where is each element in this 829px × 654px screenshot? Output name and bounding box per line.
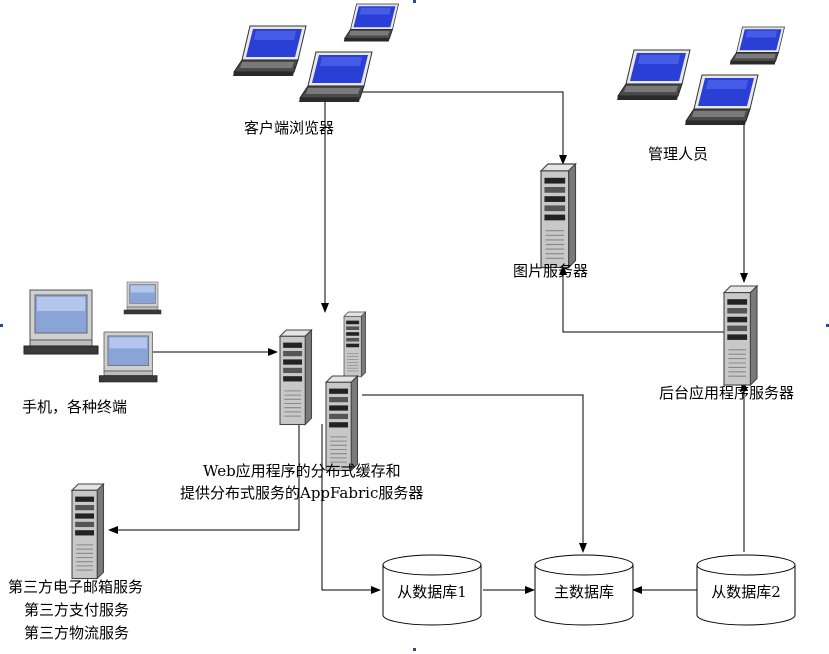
terminal-monitors <box>23 281 162 383</box>
database-cylinder-icon <box>534 565 634 626</box>
tower-server-icon <box>325 375 359 472</box>
edge-web-to-master <box>362 394 587 553</box>
laptop-icon <box>343 3 399 42</box>
third-party-label-line1: 第三方电子邮箱服务 <box>8 578 144 596</box>
admin-staff-label: 管理人员 <box>648 145 709 163</box>
db-slave-1: 从数据库1 <box>382 554 482 626</box>
web-cluster-label-line2: 提供分布式服务的AppFabric服务器 <box>180 484 424 502</box>
edge-web-to-slave1 <box>321 424 381 594</box>
master-db-label: 主数据库 <box>554 583 614 601</box>
client-browser-label: 客户端浏览器 <box>244 119 335 137</box>
slave-db-1-label: 从数据库1 <box>397 583 467 601</box>
crt-monitor-icon <box>123 281 162 315</box>
laptop-icon <box>232 25 307 77</box>
slave-db-2-label: 从数据库2 <box>711 583 781 601</box>
edge-backend-to-image <box>559 265 724 333</box>
laptop-icon <box>298 51 373 103</box>
database-cylinder-icon <box>382 565 482 626</box>
selection-handle <box>0 324 3 327</box>
crt-monitor-icon <box>98 331 158 383</box>
tower-server-icon <box>71 483 105 580</box>
db-slave-2: 从数据库2 <box>696 554 796 626</box>
tower-server-icon <box>723 285 758 386</box>
crt-monitor-icon <box>23 289 99 355</box>
tower-server-icon <box>540 163 577 269</box>
selection-handle <box>413 648 416 651</box>
mobile-terminals-label: 手机，各种终端 <box>22 398 128 416</box>
db-master: 主数据库 <box>534 554 634 626</box>
image-server-label: 图片服务器 <box>513 262 589 280</box>
laptop-icon <box>616 49 691 101</box>
laptop-icon <box>729 26 785 65</box>
edge-web-to-thirdparty <box>108 424 300 534</box>
tower-server-icon <box>279 329 313 426</box>
client-laptops <box>232 3 399 103</box>
web-cluster-label-line1: Web应用程序的分布式缓存和 <box>203 462 401 480</box>
edge-client-to-image <box>360 91 567 165</box>
selection-handle <box>826 324 829 327</box>
backend-app-server-label: 后台应用程序服务器 <box>659 384 795 402</box>
database-cylinder-icon <box>696 565 796 626</box>
third-party-label-line2: 第三方支付服务 <box>24 601 130 619</box>
third-party-label-line3: 第三方物流服务 <box>24 624 130 642</box>
laptop-icon <box>684 74 759 126</box>
tower-server-icon <box>343 311 366 378</box>
admin-laptops <box>616 26 785 126</box>
connectors <box>108 91 748 594</box>
selection-handle <box>413 0 416 3</box>
